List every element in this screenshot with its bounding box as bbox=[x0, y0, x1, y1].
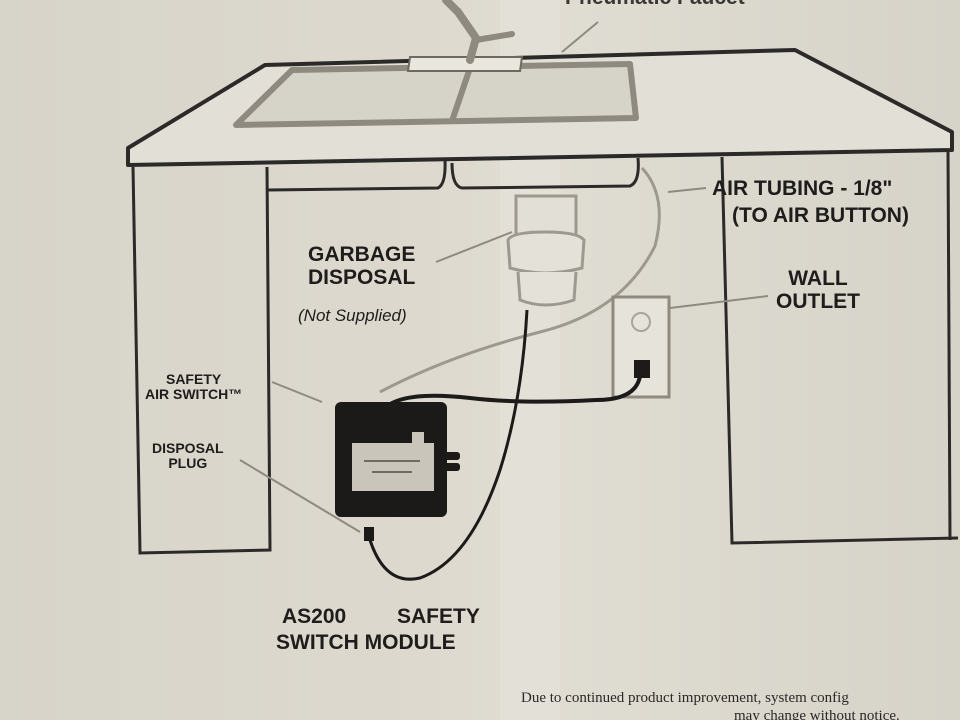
footer-note-line1: Due to continued product improvement, sy… bbox=[521, 690, 849, 706]
module-title-switch-module: SWITCH MODULE bbox=[276, 631, 456, 654]
disposal-cord bbox=[368, 309, 529, 581]
disposal-plug-label: DISPOSAL PLUG bbox=[152, 440, 224, 472]
sink-bowl-left bbox=[267, 159, 447, 192]
air-tubing-label: AIR TUBING - 1/8" bbox=[712, 177, 893, 200]
faucet-label: Pneumatic Faucet bbox=[565, 0, 745, 9]
countertop-edge bbox=[127, 148, 953, 167]
garbage-disposal-label: GARBAGE DISPOSAL bbox=[308, 243, 416, 290]
air-tubing bbox=[379, 166, 661, 394]
left-cabinet bbox=[131, 166, 272, 555]
sink-basin-divider bbox=[449, 67, 473, 122]
footer-note-line2: may change without notice. bbox=[734, 708, 900, 720]
leader-disposal bbox=[435, 231, 513, 263]
leader-air-switch bbox=[271, 381, 323, 403]
leader-air-tubing bbox=[667, 187, 707, 193]
faucet bbox=[406, 0, 524, 72]
right-cabinet bbox=[720, 156, 959, 545]
wall-outlet bbox=[611, 295, 671, 399]
safety-air-switch-label: SAFETY AIR SWITCH™ bbox=[145, 371, 243, 403]
module-title-safety: SAFETY bbox=[397, 605, 480, 628]
leader-disposal-plug bbox=[239, 459, 361, 533]
disposal-plug-icon bbox=[364, 527, 374, 541]
leader-outlet bbox=[669, 295, 769, 309]
safety-switch-module bbox=[335, 402, 460, 517]
leader-faucet bbox=[561, 21, 599, 53]
right-cabinet-edge bbox=[946, 149, 952, 541]
to-air-button-label: (TO AIR BUTTON) bbox=[732, 204, 909, 227]
wall-outlet-label: WALL OUTLET bbox=[776, 267, 860, 314]
sink-basin-outline bbox=[233, 61, 639, 128]
sink-bowl-right bbox=[450, 157, 640, 190]
not-supplied-label: (Not Supplied) bbox=[298, 306, 407, 325]
garbage-disposal bbox=[506, 194, 586, 307]
module-title-as200: AS200 bbox=[282, 605, 347, 628]
outlet-cord bbox=[381, 375, 642, 412]
